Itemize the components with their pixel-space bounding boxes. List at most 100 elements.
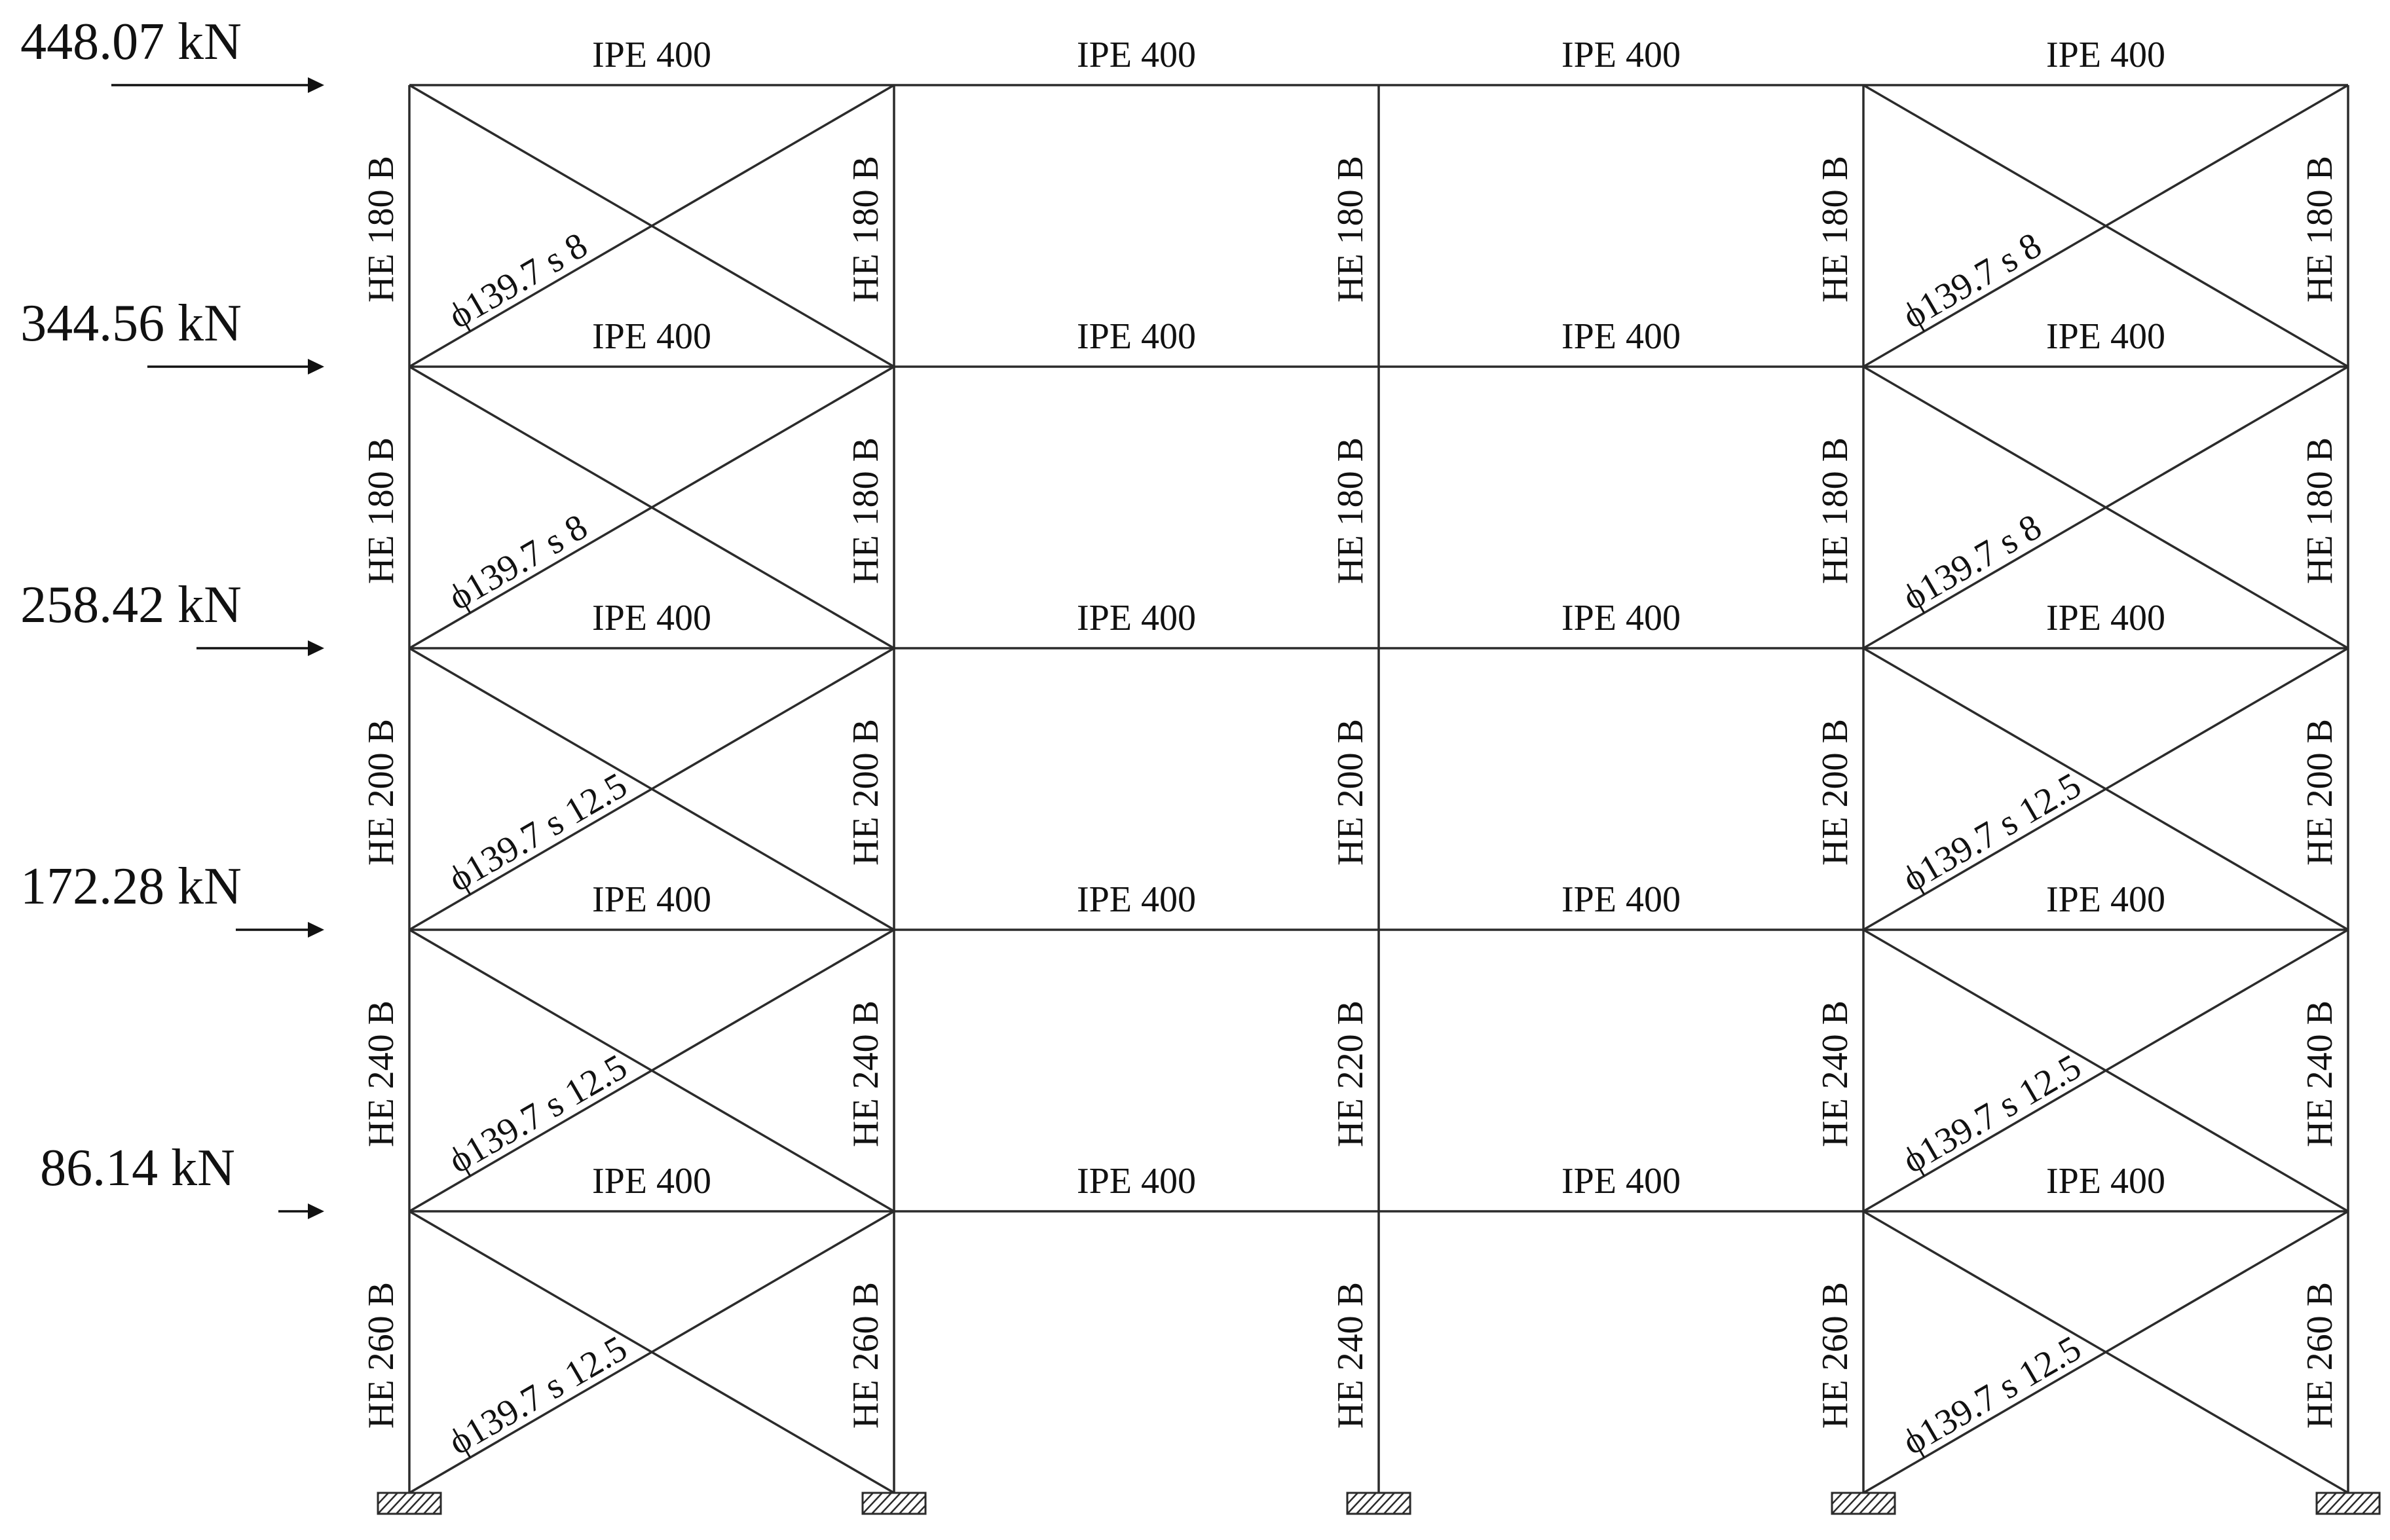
column-label: HE 240 B xyxy=(1815,1000,1856,1147)
column-label: HE 180 B xyxy=(846,437,886,584)
column-label: HE 220 B xyxy=(1330,1000,1371,1147)
column-label: HE 180 B xyxy=(361,156,401,302)
fixed-support xyxy=(861,1492,927,1515)
arrow-head xyxy=(308,1203,324,1219)
support-hatch xyxy=(2353,1492,2374,1514)
column-label: HE 180 B xyxy=(2300,156,2340,302)
support-hatch xyxy=(386,1492,407,1514)
support-hatch xyxy=(1859,1492,1880,1514)
column-label: HE 240 B xyxy=(846,1000,886,1147)
brace-line xyxy=(1863,928,2349,1213)
beam-label: IPE 400 xyxy=(2046,879,2165,920)
brace-line xyxy=(1863,647,2349,931)
support-hatch xyxy=(2316,1492,2337,1514)
support-hatch xyxy=(396,1492,417,1514)
beam-label: IPE 400 xyxy=(1077,1161,1196,1201)
support-hatch xyxy=(1840,1492,1861,1514)
load-label: 86.14 kN xyxy=(40,1139,235,1197)
brace-label: ϕ139.7 s 8 xyxy=(1895,225,2048,337)
load-label: 344.56 kN xyxy=(20,295,242,352)
arrow-head xyxy=(308,359,324,375)
column-label: HE 260 B xyxy=(2300,1282,2340,1429)
column-label: HE 240 B xyxy=(1330,1282,1371,1429)
brace-label: ϕ139.7 s 8 xyxy=(1895,506,2048,618)
load-arrow xyxy=(111,77,324,93)
support-hatch xyxy=(1831,1492,1852,1514)
beam-label: IPE 400 xyxy=(1561,316,1681,357)
column-label: HE 200 B xyxy=(1815,719,1856,866)
beam-label: IPE 400 xyxy=(1561,1161,1681,1201)
brace-label: ϕ139.7 s 8 xyxy=(441,506,594,618)
column-label: HE 260 B xyxy=(361,1282,401,1429)
support-hatch xyxy=(862,1492,883,1514)
support-hatch xyxy=(899,1492,920,1514)
brace-label: ϕ139.7 s 8 xyxy=(441,225,594,337)
beam-label: IPE 400 xyxy=(1077,598,1196,638)
support-hatch xyxy=(889,1492,910,1514)
beam-label: IPE 400 xyxy=(1561,598,1681,638)
support-hatch xyxy=(2325,1492,2346,1514)
support-hatch xyxy=(2343,1492,2364,1514)
fixed-support xyxy=(2315,1492,2381,1515)
fixed-support xyxy=(1346,1492,1411,1515)
beam-label: IPE 400 xyxy=(592,1161,711,1201)
support-hatch xyxy=(423,1495,441,1514)
brace-label: ϕ139.7 s 12.5 xyxy=(441,1328,633,1463)
column-label: HE 180 B xyxy=(1815,437,1856,584)
beam-label: IPE 400 xyxy=(2046,1161,2165,1201)
support-hatch xyxy=(1886,1505,1895,1514)
load-arrow xyxy=(196,640,324,656)
fixed-support xyxy=(377,1492,442,1515)
support-hatch xyxy=(1356,1492,1377,1514)
load-arrow xyxy=(278,1203,324,1219)
column-label: HE 180 B xyxy=(2300,437,2340,584)
support-hatch xyxy=(908,1495,926,1514)
support-hatch xyxy=(2362,1495,2380,1514)
support-hatch xyxy=(1868,1492,1889,1514)
brace-line xyxy=(1863,84,2349,368)
support-hatch xyxy=(1347,1492,1368,1514)
support-hatch xyxy=(1365,1492,1386,1514)
column-label: HE 180 B xyxy=(361,437,401,584)
arrow-head xyxy=(308,77,324,93)
beam-label: IPE 400 xyxy=(1561,35,1681,75)
support-hatch xyxy=(1374,1492,1395,1514)
beam-label: IPE 400 xyxy=(1561,879,1681,920)
support-hatch xyxy=(862,1492,865,1495)
support-hatch xyxy=(1402,1505,1411,1514)
beam-label: IPE 400 xyxy=(1077,35,1196,75)
load-label: 258.42 kN xyxy=(20,576,242,634)
brace-line xyxy=(409,84,895,368)
brace-line xyxy=(409,365,895,650)
column-label: HE 180 B xyxy=(1330,156,1371,302)
support-hatch xyxy=(377,1492,389,1505)
brace-line xyxy=(1863,1210,2349,1494)
support-hatch xyxy=(1383,1492,1404,1514)
beam-label: IPE 400 xyxy=(592,598,711,638)
support-hatch xyxy=(917,1505,926,1514)
brace-line xyxy=(409,1210,895,1494)
frame-members xyxy=(408,84,2349,1494)
column-label: HE 240 B xyxy=(361,1000,401,1147)
beam-label: IPE 400 xyxy=(1077,316,1196,357)
support-hatch xyxy=(862,1492,874,1505)
load-arrow xyxy=(236,922,324,938)
arrow-head xyxy=(308,640,324,656)
column-label: HE 180 B xyxy=(1815,156,1856,302)
support-hatch xyxy=(405,1492,426,1514)
beam-label: IPE 400 xyxy=(592,35,711,75)
load-arrow xyxy=(147,359,324,375)
support-hatch xyxy=(1347,1492,1349,1495)
column-label: HE 260 B xyxy=(846,1282,886,1429)
support-hatch xyxy=(432,1505,441,1514)
beam-label: IPE 400 xyxy=(2046,316,2165,357)
beam-label: IPE 400 xyxy=(592,879,711,920)
brace-line xyxy=(409,647,895,931)
load-label: 448.07 kN xyxy=(20,13,242,71)
column-label: HE 180 B xyxy=(846,156,886,302)
column-label: HE 200 B xyxy=(2300,719,2340,866)
column-label: HE 260 B xyxy=(1815,1282,1856,1429)
support-hatch xyxy=(1850,1492,1871,1514)
